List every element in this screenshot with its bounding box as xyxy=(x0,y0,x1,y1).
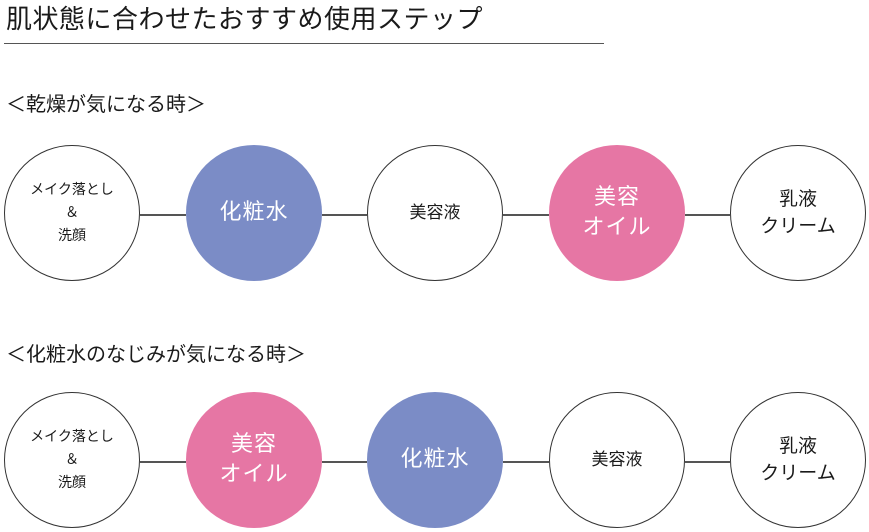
connector-line xyxy=(503,461,549,463)
step-lotion: 化粧水 xyxy=(367,392,503,528)
step-beauty-oil: 美容 オイル xyxy=(549,145,685,281)
step-emulsion-cream: 乳液 クリーム xyxy=(730,392,866,528)
connector-line xyxy=(685,214,730,216)
section-label-lotion-absorption: ＜化粧水のなじみが気になる時＞ xyxy=(6,342,306,366)
step-label: 美容 xyxy=(230,432,277,457)
step-flow-lotion-absorption: メイク落とし ＆ 洗顔 美容 オイル 化粧水 美容液 乳液 クリーム xyxy=(0,392,869,532)
step-serum: 美容液 xyxy=(549,392,685,528)
step-label: 化粧水 xyxy=(400,447,470,472)
step-label: 美容液 xyxy=(409,202,461,223)
step-label: ＆ xyxy=(65,204,79,221)
step-label: 洗顔 xyxy=(58,227,86,244)
step-cleansing: メイク落とし ＆ 洗顔 xyxy=(4,392,140,528)
page-title: 肌状態に合わせたおすすめ使用ステップ xyxy=(6,5,484,35)
step-label: メイク落とし xyxy=(30,428,114,445)
connector-line xyxy=(503,214,549,216)
step-label: 化粧水 xyxy=(219,200,289,225)
step-flow-dryness: メイク落とし ＆ 洗顔 化粧水 美容液 美容 オイル 乳液 クリーム xyxy=(0,145,869,285)
step-label: 美容 xyxy=(593,185,640,210)
step-label: 洗顔 xyxy=(58,474,86,491)
step-label: ＆ xyxy=(65,451,79,468)
title-underline xyxy=(4,43,604,44)
step-label: オイル xyxy=(219,462,289,487)
step-beauty-oil: 美容 オイル xyxy=(186,392,322,528)
step-serum: 美容液 xyxy=(367,145,503,281)
step-label: クリーム xyxy=(760,215,836,237)
step-label: クリーム xyxy=(760,462,836,484)
connector-line xyxy=(140,461,186,463)
step-label: 乳液 xyxy=(778,188,817,210)
step-label: メイク落とし xyxy=(30,181,114,198)
step-label: オイル xyxy=(582,215,652,240)
connector-line xyxy=(322,214,367,216)
step-cleansing: メイク落とし ＆ 洗顔 xyxy=(4,145,140,281)
step-emulsion-cream: 乳液 クリーム xyxy=(730,145,866,281)
step-lotion: 化粧水 xyxy=(186,145,322,281)
connector-line xyxy=(140,214,186,216)
step-label: 美容液 xyxy=(591,449,643,470)
connector-line xyxy=(685,461,730,463)
section-label-dryness: ＜乾燥が気になる時＞ xyxy=(6,92,206,116)
step-label: 乳液 xyxy=(778,435,817,457)
connector-line xyxy=(322,461,367,463)
